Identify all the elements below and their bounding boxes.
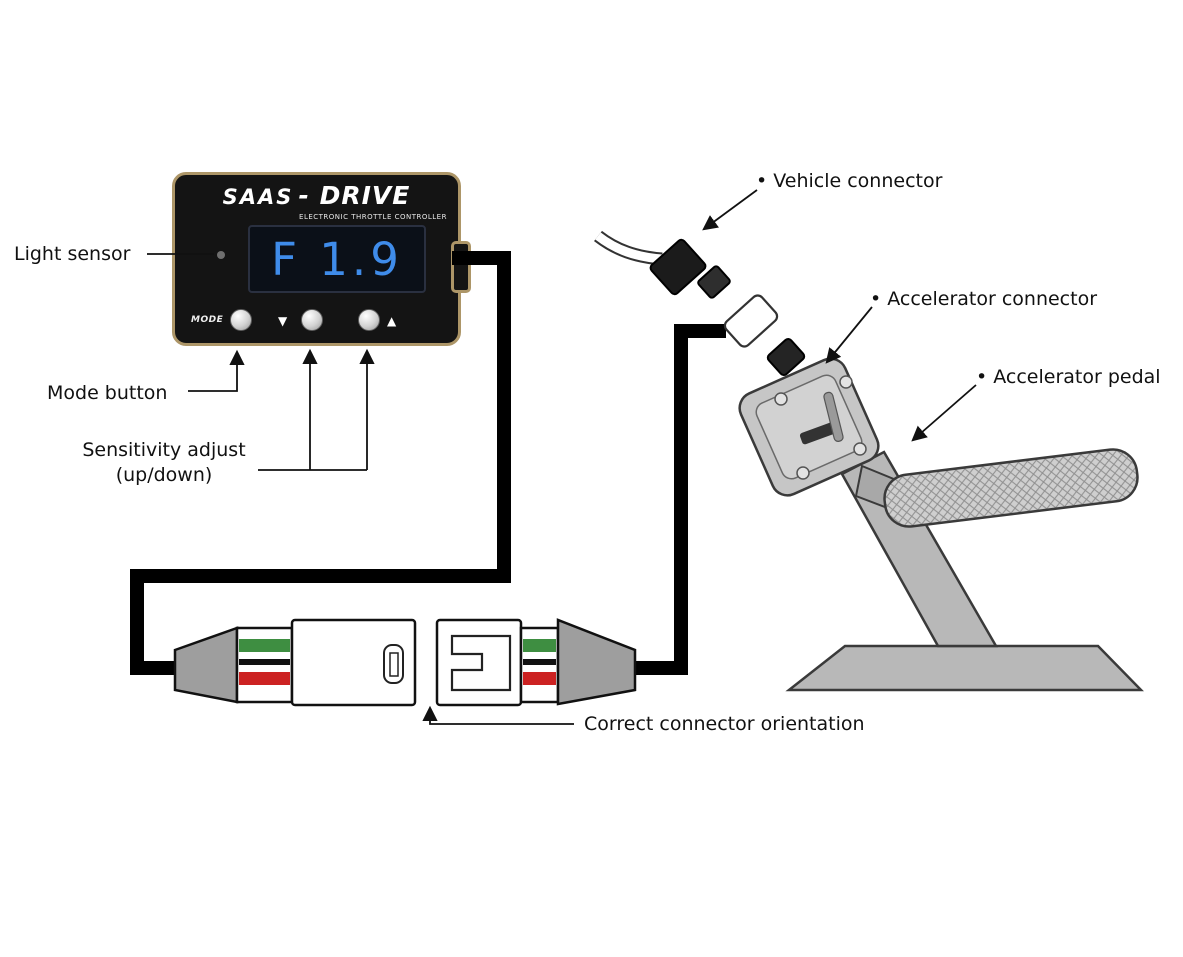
vehicle-connector-body <box>649 238 707 296</box>
controller-cable <box>130 251 511 675</box>
sensitivity-label-line2: (up/down) <box>115 463 213 486</box>
accelerator-pedal-arrow <box>911 384 977 442</box>
vehicle-connector-front <box>697 265 731 299</box>
right-wire-stripes <box>523 639 556 685</box>
right-keyway <box>450 634 512 692</box>
model-text: - DRIVE <box>298 181 411 210</box>
pedal-cable <box>632 324 726 675</box>
down-arrow-icon: ▼ <box>278 314 288 328</box>
connector-pair <box>173 618 637 707</box>
left-latch-slot <box>389 652 399 677</box>
sensitivity-down-button <box>301 309 323 331</box>
inline-connector-white <box>723 294 779 348</box>
mode-button-label: Mode button <box>47 382 168 404</box>
accelerator-connector-arrow <box>825 306 873 364</box>
left-housing <box>290 618 417 707</box>
device-subtitle: ELECTRONIC THROTTLE CONTROLLER <box>299 213 447 221</box>
mode-button <box>230 309 252 331</box>
vehicle-connector-cluster <box>594 230 806 377</box>
pedal-pad <box>883 448 1139 528</box>
harness-cables <box>130 251 726 675</box>
screw-icon <box>796 466 810 480</box>
accelerator-pedal-label: • Accelerator pedal <box>976 366 1161 388</box>
vehicle-connector-label: • Vehicle connector <box>756 170 943 192</box>
screw-icon <box>839 375 853 389</box>
callout-lines <box>147 189 977 725</box>
lcd-display: F 1.9 <box>248 225 426 293</box>
sensitivity-label: Sensitivity adjust (up/down) <box>70 438 258 487</box>
accelerator-pedal-assembly <box>738 357 1144 692</box>
correct-orientation-label: Correct connector orientation <box>584 713 865 735</box>
pedal-plug <box>766 337 806 377</box>
screw-icon <box>853 442 867 456</box>
vehicle-connector-arrow <box>702 189 758 231</box>
up-arrow-icon: ▲ <box>387 314 397 328</box>
housing-slot <box>799 421 839 445</box>
mode-button-caption: MODE <box>191 315 224 325</box>
device-logo: SAAS - DRIVE <box>175 183 458 208</box>
brand-text: SAAS <box>222 185 294 209</box>
light-sensor-label: Light sensor <box>14 243 131 265</box>
left-boot <box>173 626 239 704</box>
light-sensor-dot <box>217 251 225 259</box>
orientation-arrow <box>422 705 574 725</box>
sensitivity-label-line1: Sensitivity adjust <box>82 439 246 461</box>
vehicle-wire-core <box>595 232 663 264</box>
mode-button-arrow <box>188 349 245 392</box>
pedal-base <box>785 644 1144 692</box>
sensitivity-up-button <box>358 309 380 331</box>
screw-icon <box>774 392 788 406</box>
left-wire-stripes <box>239 639 290 685</box>
accelerator-connector-label: • Accelerator connector <box>870 288 1098 310</box>
housing-spring-slot <box>823 391 844 442</box>
right-boot <box>556 618 637 706</box>
